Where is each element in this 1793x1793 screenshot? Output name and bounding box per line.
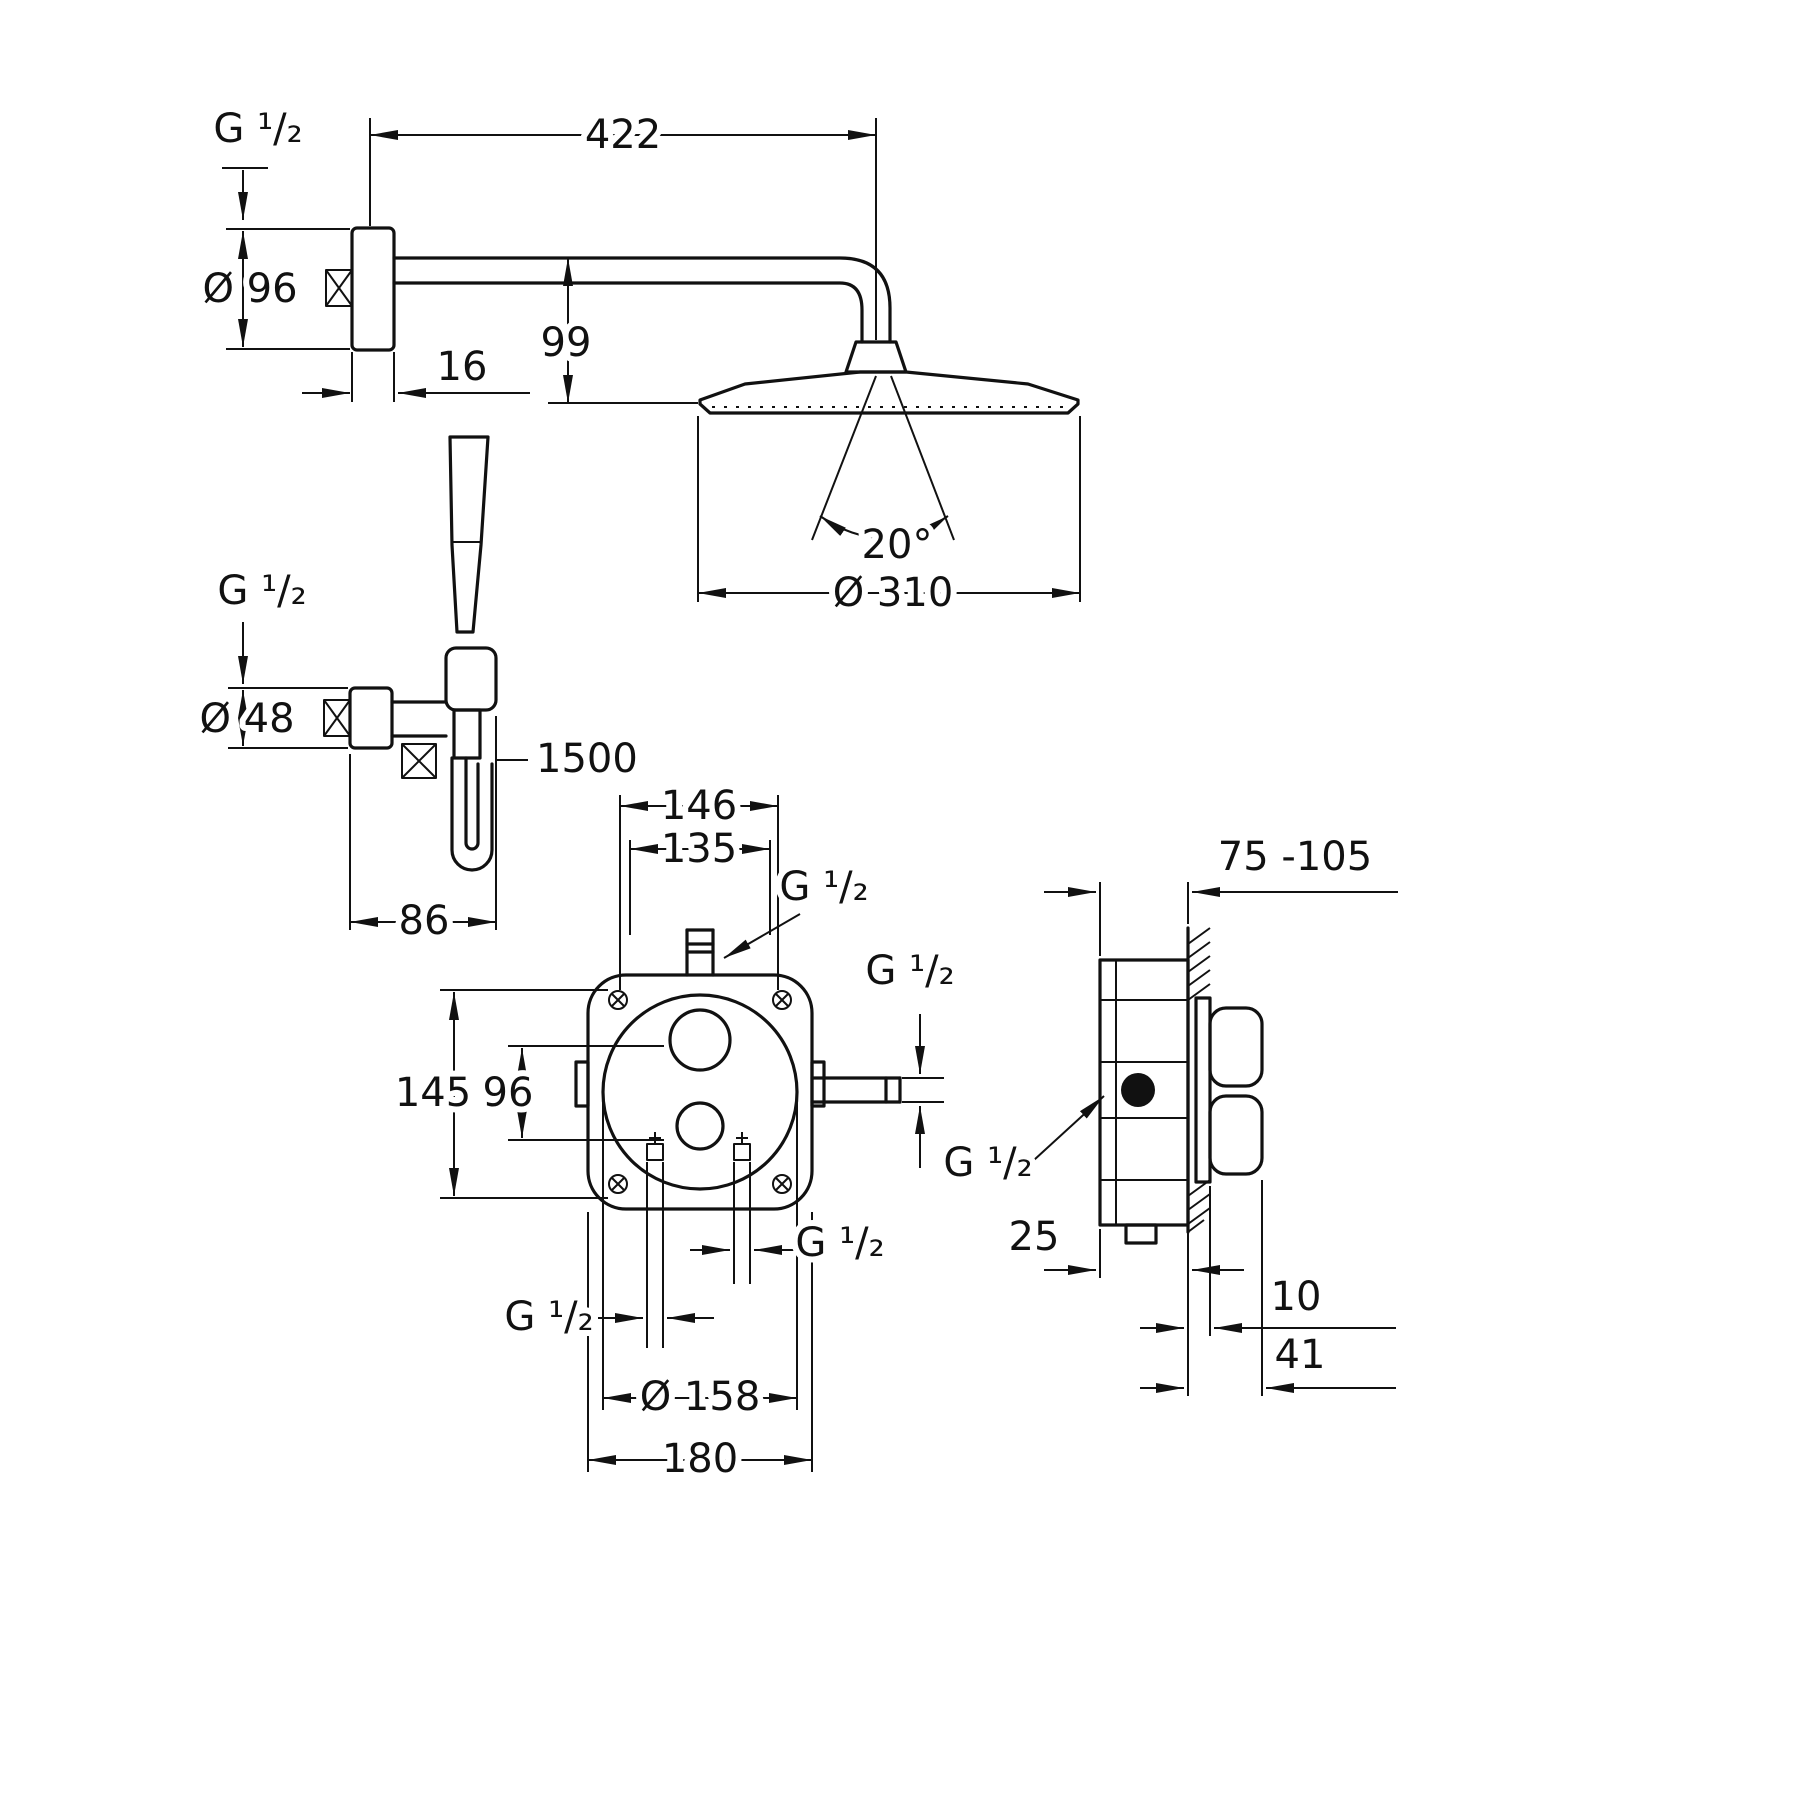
rosette-circle xyxy=(601,993,799,1191)
dim-height-inner: 96 xyxy=(483,1070,534,1116)
shower-arm-outer xyxy=(392,256,892,344)
dim-hose-length: 1500 xyxy=(536,736,638,782)
holder-cup xyxy=(444,646,498,712)
wall-hatch xyxy=(1187,927,1211,1233)
mixer-side-dimensions xyxy=(1033,882,1398,1396)
holder-concealed-connection-icon xyxy=(323,699,351,737)
top-inlet-pipe xyxy=(685,928,715,977)
rough-in-body-side xyxy=(1098,958,1190,1245)
outlet-elbow-icon xyxy=(401,743,437,779)
dim-install-depth-range: 75 -105 xyxy=(1218,834,1372,880)
dim-box-width: 180 xyxy=(662,1436,738,1482)
bottom-outlet-fittings xyxy=(646,1132,751,1161)
spray-angle-indicator xyxy=(811,375,955,541)
shower-hose-outer xyxy=(450,756,494,872)
hose-connector xyxy=(452,708,482,760)
volume-control-circle xyxy=(675,1101,725,1151)
dim-arm-length: 422 xyxy=(585,112,661,158)
shower-arm-inner xyxy=(392,281,864,344)
lower-handle xyxy=(1208,1094,1264,1176)
dim-top-width-outer: 146 xyxy=(661,783,737,829)
dim-height-outer: 145 xyxy=(395,1070,471,1116)
dim-side-thread: G ¹/₂ xyxy=(943,1140,1032,1186)
holder-wall-flange xyxy=(348,686,394,750)
dim-bottom-right-thread: G ¹/₂ xyxy=(795,1220,884,1266)
dim-holder-diameter: Ø 48 xyxy=(199,696,294,742)
dim-flange-depth: 16 xyxy=(437,344,488,390)
mixer-front-view: 146 135 G ¹/₂ G ¹/₂ 145 96 G ¹/₂ G ¹/₂ Ø… xyxy=(389,777,961,1488)
mixer-front-dimensions xyxy=(440,795,944,1472)
box-foot xyxy=(1124,1223,1158,1245)
escutcheon-plate xyxy=(1194,996,1212,1184)
dim-top-thread: G ¹/₂ xyxy=(779,864,868,910)
arm-wall-flange xyxy=(350,226,396,352)
shower-hose-inner xyxy=(464,756,480,851)
head-shower-dimensions xyxy=(222,118,1081,602)
dim-trim-offset: 10 xyxy=(1271,1274,1322,1320)
hand-shower-dimensions xyxy=(228,622,528,930)
dim-bottom-left-thread: G ¹/₂ xyxy=(504,1294,593,1340)
dim-right-thread: G ¹/₂ xyxy=(865,948,954,994)
dim-box-min-depth: 25 xyxy=(1009,1214,1060,1260)
hand-shower-view: G ¹/₂ Ø 48 1500 86 xyxy=(193,435,644,950)
upper-handle xyxy=(1208,1006,1264,1088)
dim-rosette-diameter: Ø 158 xyxy=(640,1374,761,1420)
mixer-side-view: 75 -105 G ¹/₂ 25 10 41 xyxy=(937,828,1398,1396)
dim-head-height: 99 xyxy=(541,320,592,366)
dim-spray-angle: 20° xyxy=(862,522,933,568)
dim-holder-wall-thread: G ¹/₂ xyxy=(217,568,306,614)
head-shower-view: G ¹/₂ 422 Ø 96 16 99 20° Ø 310 xyxy=(196,100,1081,622)
dim-head-diameter: Ø 310 xyxy=(833,570,954,616)
dim-arm-wall-thread: G ¹/₂ xyxy=(213,106,302,152)
dim-top-width-inner: 135 xyxy=(661,826,737,872)
corner-screws xyxy=(608,990,792,1194)
box-left-tab xyxy=(574,1060,590,1108)
dim-trim-depth: 41 xyxy=(1275,1332,1326,1378)
dim-flange-diameter: Ø 96 xyxy=(202,266,297,312)
concealed-connection-icon xyxy=(325,269,353,307)
box-right-tab xyxy=(810,1060,826,1108)
valve-port xyxy=(1121,1073,1155,1107)
dim-holder-depth: 86 xyxy=(399,898,450,944)
right-outlet-pipe xyxy=(810,1076,902,1104)
head-ball-joint xyxy=(844,340,908,374)
hand-shower-wand xyxy=(448,435,490,634)
thermostat-cartridge-circle xyxy=(668,1008,732,1072)
shower-head-outline xyxy=(698,370,1080,415)
